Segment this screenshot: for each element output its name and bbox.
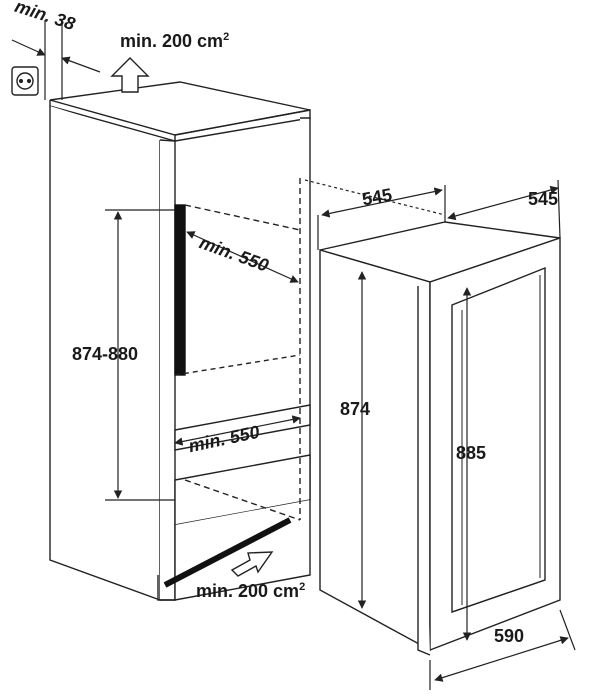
vent-top-text: min. 200 cm <box>120 31 224 51</box>
dim-min-550-top <box>186 231 299 283</box>
vent-top-sup: 2 <box>223 31 230 43</box>
label-height-885: 885 <box>456 443 487 463</box>
label-depth-545-a: 545 <box>360 184 394 210</box>
label-width-590: 590 <box>494 626 525 646</box>
label-vent-top: min. 200 cm2 <box>120 31 230 51</box>
label-niche-height: 874-880 <box>72 344 139 364</box>
dim-min-38 <box>11 20 101 100</box>
vent-bottom-text: min. 200 cm <box>196 581 300 601</box>
label-depth-545-b: 545 <box>528 189 559 209</box>
air-flow-arrow-up-icon <box>110 57 150 93</box>
label-vent-bottom: min. 200 cm2 <box>196 581 306 601</box>
vent-bottom-sup: 2 <box>299 581 306 593</box>
dim-min-550-bottom <box>174 415 301 446</box>
wine-cooler-appliance <box>319 221 561 656</box>
dim-depth-545 <box>304 179 561 250</box>
power-socket-icon <box>11 66 39 96</box>
air-flow-arrow-right-icon <box>230 551 274 577</box>
dim-niche-height <box>105 209 175 501</box>
dim-width-590 <box>429 609 576 690</box>
label-height-874: 874 <box>340 399 371 419</box>
cabinet-niche <box>49 81 311 601</box>
